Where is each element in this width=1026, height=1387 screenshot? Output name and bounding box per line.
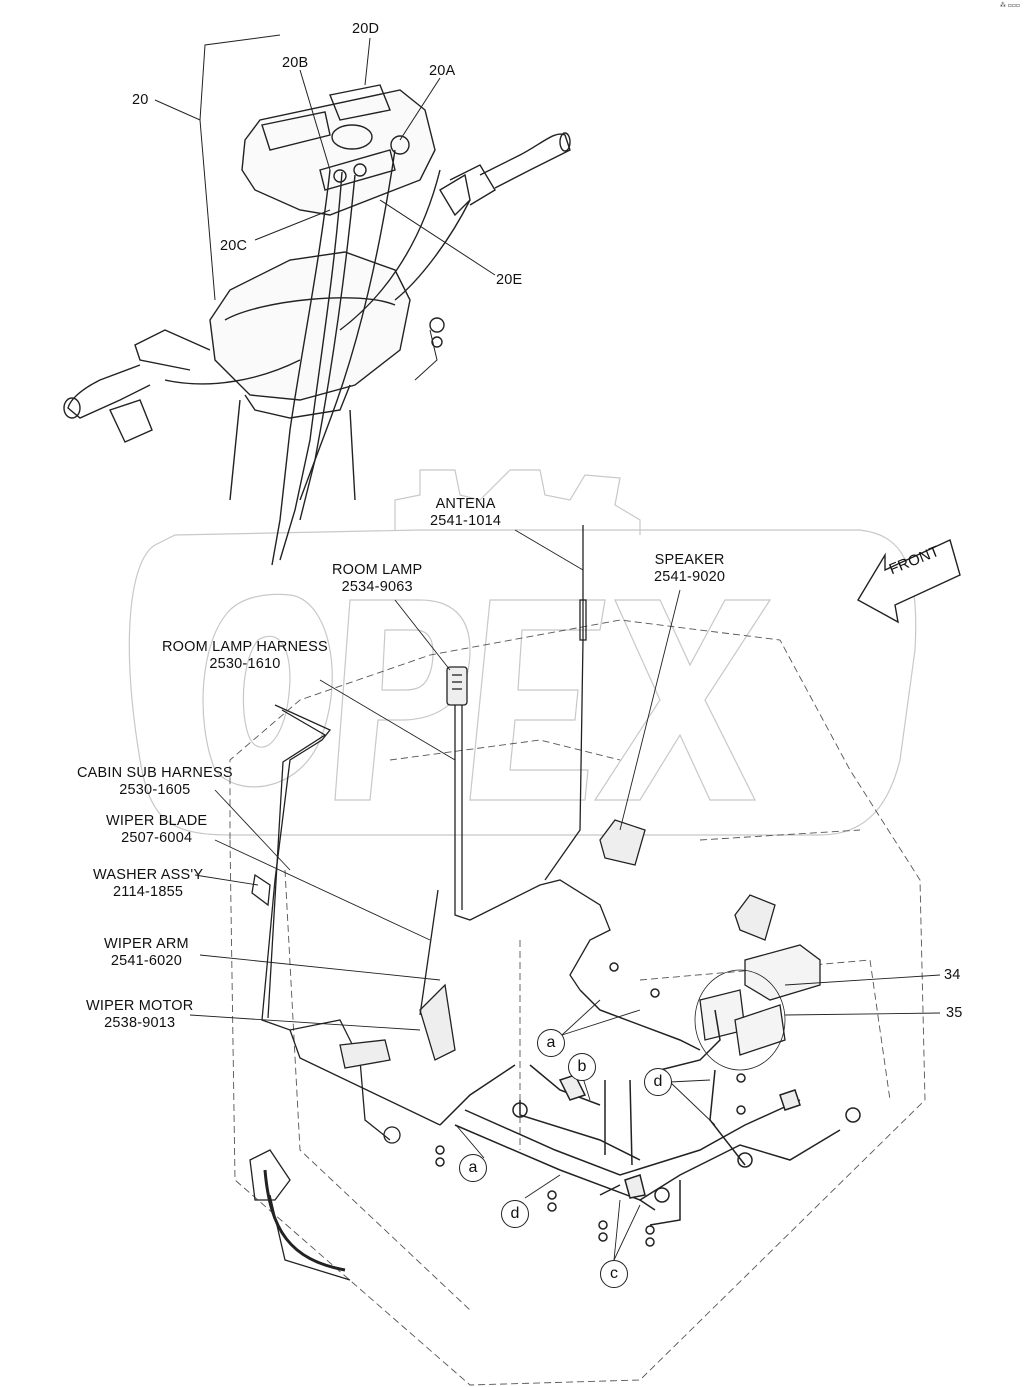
callout-34: 34 — [944, 967, 961, 983]
label-room-lamp: ROOM LAMP 2534-9063 — [332, 562, 422, 596]
label-room-lamp-harness: ROOM LAMP HARNESS 2530-1610 — [162, 639, 328, 673]
wiper-blade-pn: 2507-6004 — [121, 830, 193, 846]
speaker-pn: 2541-9020 — [654, 569, 726, 585]
washer-pn: 2114-1855 — [113, 884, 184, 900]
speaker-name: SPEAKER — [654, 552, 725, 568]
control-stand-assembly — [63, 34, 571, 566]
wiper-arm-name: WIPER ARM — [104, 936, 189, 952]
wiper-motor-pn: 2538-9013 — [104, 1015, 176, 1031]
room-lamp-pn: 2534-9063 — [341, 579, 413, 595]
label-speaker: SPEAKER 2541-9020 — [654, 552, 725, 586]
washer-name: WASHER ASS'Y — [93, 867, 204, 883]
circle-letter-a: a — [459, 1154, 487, 1182]
front-label: FRONT — [886, 542, 942, 579]
callout-20e: 20E — [496, 272, 523, 288]
circle-letter-d: d — [501, 1200, 529, 1228]
label-wiper-motor: WIPER MOTOR 2538-9013 — [86, 998, 193, 1032]
label-cabin-sub-harness: CABIN SUB HARNESS 2530-1605 — [77, 765, 233, 799]
antenna — [514, 525, 587, 881]
letter-leaders — [455, 999, 716, 1261]
label-wiper-arm: WIPER ARM 2541-6020 — [104, 936, 189, 970]
room-lamp-name: ROOM LAMP — [332, 562, 423, 578]
circle-letter-d: d — [644, 1068, 672, 1096]
room-lamp — [319, 599, 611, 991]
speaker — [599, 589, 776, 941]
circle-letter-a: a — [537, 1029, 565, 1057]
label-washer: WASHER ASS'Y 2114-1855 — [93, 867, 203, 901]
label-wiper-blade: WIPER BLADE 2507-6004 — [106, 813, 207, 847]
label-antena: ANTENA 2541-1014 — [430, 496, 501, 530]
room-lamp-harness-pn: 2530-1610 — [209, 656, 281, 672]
cabin-sub-harness-pn: 2530-1605 — [119, 782, 191, 798]
callout-20d: 20D — [352, 21, 380, 37]
callout-20: 20 — [132, 92, 149, 108]
antena-pn: 2541-1014 — [430, 513, 502, 529]
floor-harness — [263, 962, 861, 1272]
circle-letter-c: c — [600, 1260, 628, 1288]
callout-20b: 20B — [282, 55, 309, 71]
cabin-sub-harness-name: CABIN SUB HARNESS — [77, 765, 233, 781]
room-lamp-harness-name: ROOM LAMP HARNESS — [162, 639, 328, 655]
wiper-blade-name: WIPER BLADE — [106, 813, 208, 829]
circle-letter-b: b — [568, 1053, 596, 1081]
callout-35: 35 — [946, 1005, 963, 1021]
callout-20a: 20A — [429, 63, 456, 79]
cabin-outline — [229, 619, 926, 1386]
radio-unit — [694, 944, 941, 1071]
corner-mark: ⁂ ▫▫▫ — [999, 2, 1020, 9]
callout-20c: 20C — [220, 238, 248, 254]
wiper-motor-name: WIPER MOTOR — [86, 998, 194, 1014]
antena-name: ANTENA — [435, 496, 496, 512]
wiper-arm-pn: 2541-6020 — [110, 953, 182, 969]
